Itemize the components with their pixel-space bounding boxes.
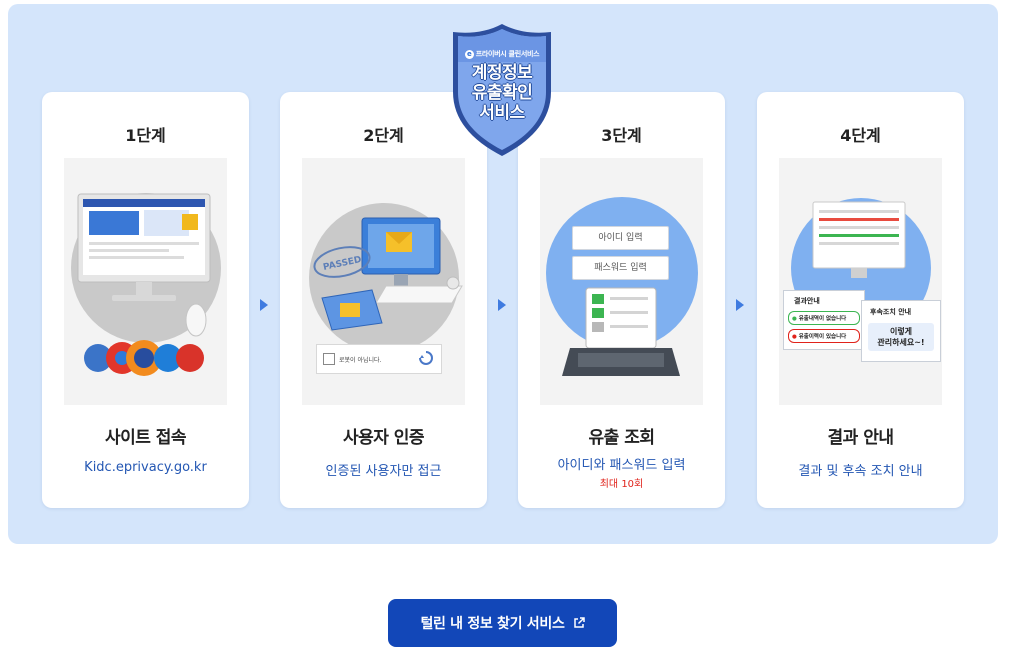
step-title: 결과 안내 (827, 428, 894, 448)
find-my-info-button-label: 털린 내 정보 찾기 서비스 (420, 616, 565, 632)
step-desc: 결과 및 후속 조치 안내 (798, 464, 923, 479)
safe-result-text: 유출내역이 없습니다 (798, 316, 847, 322)
warning-icon: ● (792, 334, 797, 340)
manage-tip-line-2: 관리하세요~! (877, 338, 925, 347)
site-url-link[interactable]: Kidc.eprivacy.go.kr (84, 460, 207, 475)
followup-panel-title: 후속조치 안내 (870, 308, 912, 316)
max-attempts-note: 최대 10회 (599, 479, 644, 490)
recaptcha-icon (419, 351, 433, 365)
safe-result: ● 유출내역이 없습니다 (788, 311, 860, 325)
find-my-info-button[interactable]: 털린 내 정보 찾기 서비스 (388, 599, 617, 647)
step-label: 4단계 (840, 126, 881, 145)
check-icon: ● (792, 316, 797, 322)
captcha-label: 로봇이 아닙니다. (339, 357, 382, 364)
external-link-icon (573, 617, 585, 628)
badge-title-line-1: 계정정보 (471, 63, 533, 83)
badge-title-line-3: 서비스 (479, 103, 525, 123)
badge-title-line-2: 유출확인 (471, 83, 533, 103)
step-label: 2단계 (363, 126, 404, 145)
leak-result: ● 유출이력이 있습니다 (788, 329, 860, 343)
step-desc: 아이디와 패스워드 입력 (557, 458, 686, 473)
user-auth-illustration: PASSED 로봇이 아닙니다. (302, 158, 465, 405)
step-card-2: 2단계 PASSED 로봇이 아닙니다. 사용자 인증 인증된 사용자만 접근 (280, 92, 487, 508)
password-input-sample: 패스워드 입력 (572, 256, 669, 280)
next-arrow-icon (736, 299, 744, 311)
captcha-checkbox (323, 353, 335, 365)
next-arrow-icon (260, 299, 268, 311)
id-input-sample: 아이디 입력 (572, 226, 669, 250)
leak-check-illustration: 아이디 입력 패스워드 입력 (540, 158, 703, 405)
step-title: 사용자 인증 (342, 428, 425, 448)
next-arrow-icon (498, 299, 506, 311)
step-card-1: 1단계 사이트 접속 Kidc.eprivacy.go.kr (42, 92, 249, 508)
leak-result-text: 유출이력이 있습니다 (798, 334, 847, 340)
badge-title: 계정정보 유출확인 서비스 (449, 63, 555, 123)
followup-panel: 후속조치 안내 이렇게 관리하세요~! (861, 300, 941, 362)
captcha-box: 로봇이 아닙니다. (316, 344, 442, 374)
step-card-3: 3단계 아이디 입력 패스워드 입력 유출 조회 아이디와 패스워드 입력 최대… (518, 92, 725, 508)
result-panel-title: 결과안내 (794, 297, 820, 305)
step-card-4: 4단계 결과안내 ● 유출내역이 없습니다 ● 유출이력이 있습니다 후속조치 … (757, 92, 964, 508)
manage-tip-line-1: 이렇게 (889, 327, 913, 336)
result-illustration: 결과안내 ● 유출내역이 없습니다 ● 유출이력이 있습니다 후속조치 안내 이… (779, 158, 942, 405)
step-desc: 인증된 사용자만 접근 (325, 464, 442, 479)
e-logo-icon: e (464, 49, 474, 59)
badge-subtitle-text: 프라이버시 클린서비스 (475, 50, 540, 58)
shield-icon (453, 24, 551, 156)
step-title: 사이트 접속 (104, 428, 187, 448)
step-label: 3단계 (601, 126, 642, 145)
step-title: 유출 조회 (588, 428, 655, 448)
result-panel: 결과안내 ● 유출내역이 없습니다 ● 유출이력이 있습니다 (783, 290, 865, 350)
step-label: 1단계 (125, 126, 166, 145)
manage-tip: 이렇게 관리하세요~! (868, 323, 934, 351)
site-access-illustration (64, 158, 227, 405)
